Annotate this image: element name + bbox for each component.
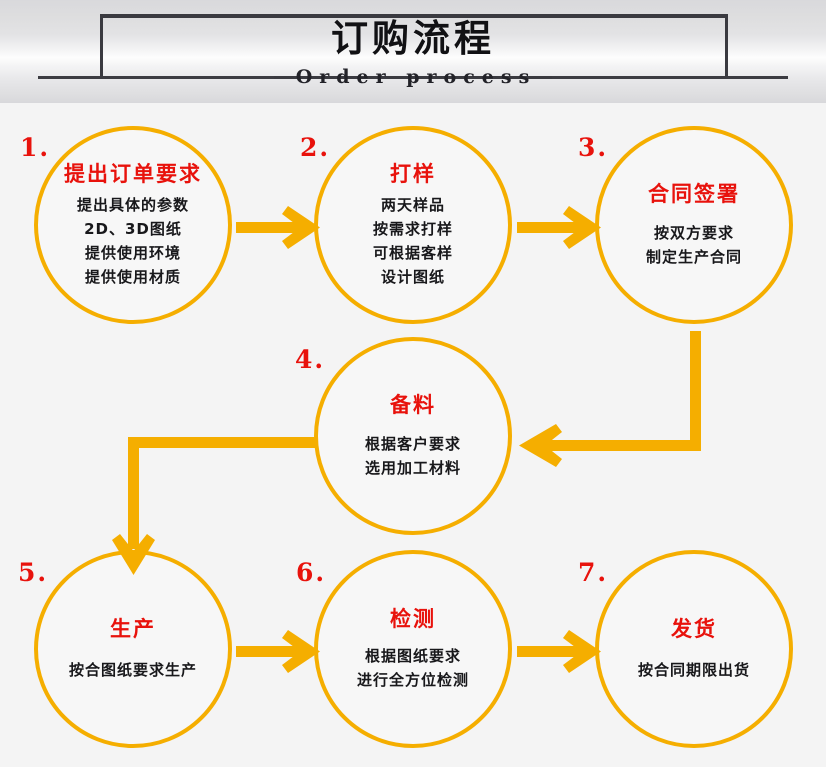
node-line: 2D、3D图纸 — [84, 220, 182, 238]
node-7[interactable]: 发货 按合同期限出货 — [597, 552, 791, 746]
arrow-6-to-7-icon — [517, 630, 601, 673]
node-number-7: 7. — [578, 558, 609, 587]
header-subtitle-row: Order process — [0, 63, 826, 91]
node-number-6: 6. — [296, 558, 327, 587]
node-title-6: 检测 — [390, 607, 436, 631]
node-title-1: 提出订单要求 — [64, 162, 202, 186]
arrow-5-to-6-icon — [236, 630, 320, 673]
node-circle-4[interactable] — [314, 337, 512, 535]
page-subtitle: Order process — [295, 66, 537, 88]
node-number-1: 1. — [20, 133, 51, 162]
node-body-2: 两天样品 按需求打样 可根据客样 设计图纸 — [373, 193, 453, 289]
node-number-3: 3. — [578, 133, 609, 162]
node-body-6: 根据图纸要求 进行全方位检测 — [357, 644, 469, 692]
subtitle-rule-right — [552, 75, 789, 79]
node-title-2: 打样 — [390, 162, 436, 186]
node-line: 按需求打样 — [372, 220, 453, 238]
node-circle-1[interactable] — [34, 126, 232, 324]
node-body-5: 按合图纸要求生产 — [69, 658, 197, 682]
node-line: 制定生产合同 — [645, 248, 742, 266]
header-banner: 订购流程 Order process — [0, 0, 826, 103]
node-line: 提出具体的参数 — [76, 196, 189, 214]
subtitle-rule-left — [37, 75, 274, 79]
flow-connectors-and-circles — [34, 126, 793, 748]
node-number-2: 2. — [300, 133, 331, 162]
node-line: 可根据客样 — [372, 244, 453, 262]
node-line: 提供使用材质 — [84, 268, 181, 286]
node-number-4: 4. — [295, 345, 326, 374]
node-title-4: 备料 — [390, 393, 436, 417]
node-line: 按合同期限出货 — [637, 661, 750, 679]
node-2[interactable]: 打样 两天样品 按需求打样 可根据客样 设计图纸 — [316, 128, 510, 322]
node-4[interactable]: 备料 根据客户要求 选用加工材料 — [316, 339, 510, 533]
node-5[interactable]: 生产 按合图纸要求生产 — [36, 552, 230, 746]
node-line: 根据客户要求 — [364, 435, 461, 453]
node-3[interactable]: 合同签署 按双方要求 制定生产合同 — [597, 128, 791, 322]
order-process-flow: 1. 提出订单要求 提出具体的参数 2D、3D图纸 提供使用环境 提供使用材质 … — [0, 103, 826, 767]
node-6[interactable]: 检测 根据图纸要求 进行全方位检测 — [316, 552, 510, 746]
node-title-3: 合同签署 — [648, 182, 740, 206]
node-body-4: 根据客户要求 选用加工材料 — [365, 432, 461, 480]
node-line: 进行全方位检测 — [356, 671, 469, 689]
node-body-7: 按合同期限出货 — [638, 658, 750, 682]
node-1[interactable]: 提出订单要求 提出具体的参数 2D、3D图纸 提供使用环境 提供使用材质 — [36, 128, 230, 322]
node-body-1: 提出具体的参数 2D、3D图纸 提供使用环境 提供使用材质 — [77, 193, 189, 289]
arrow-4-to-5-icon — [112, 437, 318, 575]
node-body-3: 按双方要求 制定生产合同 — [646, 221, 742, 269]
node-line: 提供使用环境 — [84, 244, 181, 262]
arrow-1-to-2-icon — [236, 206, 320, 249]
header-border-frame — [100, 14, 728, 79]
node-line: 按双方要求 — [653, 224, 734, 242]
arrow-2-to-3-icon — [517, 206, 601, 249]
node-title-5: 生产 — [110, 617, 156, 641]
node-line: 设计图纸 — [380, 268, 445, 286]
node-line: 按合图纸要求生产 — [68, 661, 197, 679]
node-line: 两天样品 — [380, 196, 445, 214]
node-line: 选用加工材料 — [364, 459, 461, 477]
node-line: 根据图纸要求 — [364, 647, 461, 665]
arrow-3-to-4-icon — [519, 331, 701, 467]
node-title-7: 发货 — [671, 617, 717, 641]
page-title: 订购流程 — [331, 17, 495, 60]
node-number-5: 5. — [18, 558, 49, 587]
